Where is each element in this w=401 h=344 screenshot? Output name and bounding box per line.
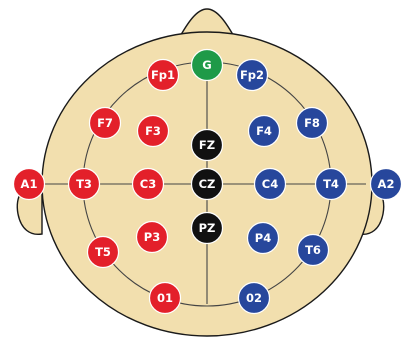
electrode-fp2-label: Fp2 — [240, 68, 264, 82]
electrode-a2-label: A2 — [378, 177, 395, 191]
electrode-o1-label: 01 — [157, 291, 173, 305]
electrode-fz-label: FZ — [199, 138, 215, 152]
electrode-p4: P4 — [248, 223, 279, 254]
electrode-f8: F8 — [297, 108, 328, 139]
electrode-t3-label: T3 — [76, 177, 92, 191]
electrode-t6-label: T6 — [305, 243, 321, 257]
electrode-p3: P3 — [137, 222, 168, 253]
electrode-fz: FZ — [192, 130, 223, 161]
electrode-a1: A1 — [14, 169, 45, 200]
electrode-t6: T6 — [298, 235, 329, 266]
electrode-g: G — [192, 50, 223, 81]
electrode-f8-label: F8 — [304, 116, 320, 130]
electrode-cz: CZ — [192, 169, 223, 200]
electrode-o1: 01 — [150, 283, 181, 314]
electrode-a1-label: A1 — [21, 177, 38, 191]
electrode-t4: T4 — [316, 169, 347, 200]
electrode-o2: 02 — [239, 283, 270, 314]
electrode-c3-label: C3 — [140, 177, 156, 191]
electrode-o2-label: 02 — [246, 291, 262, 305]
electrode-t3: T3 — [69, 169, 100, 200]
electrode-fp1: Fp1 — [148, 60, 179, 91]
electrode-c4: C4 — [255, 169, 286, 200]
electrode-f3-label: F3 — [145, 124, 161, 138]
electrode-g-label: G — [202, 58, 211, 72]
electrode-t5: T5 — [88, 237, 119, 268]
electrode-fp1-label: Fp1 — [151, 68, 175, 82]
electrode-pz-label: PZ — [199, 221, 216, 235]
electrode-t5-label: T5 — [95, 245, 111, 259]
electrode-c4-label: C4 — [262, 177, 278, 191]
electrode-p3-label: P3 — [144, 230, 160, 244]
electrode-c3: C3 — [133, 169, 164, 200]
electrode-f7-label: F7 — [97, 116, 113, 130]
electrode-fp2: Fp2 — [237, 60, 268, 91]
electrode-f3: F3 — [138, 116, 169, 147]
electrode-cz-label: CZ — [199, 177, 216, 191]
electrode-pz: PZ — [192, 213, 223, 244]
electrode-f4: F4 — [249, 116, 280, 147]
electrode-f4-label: F4 — [256, 124, 272, 138]
electrode-a2: A2 — [371, 169, 401, 200]
electrode-p4-label: P4 — [255, 231, 271, 245]
electrode-f7: F7 — [90, 108, 121, 139]
electrode-t4-label: T4 — [323, 177, 339, 191]
